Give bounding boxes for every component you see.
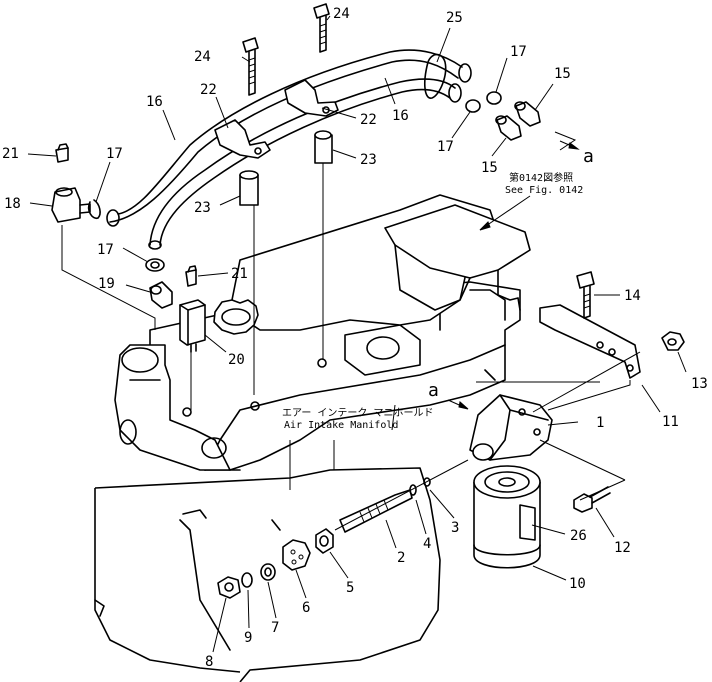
see-fig-jp: 第0142図参照 <box>509 171 573 184</box>
callout-5: 5 <box>346 580 354 596</box>
callout-7: 7 <box>271 620 279 636</box>
block-20 <box>179 299 206 353</box>
callout-14: 14 <box>624 288 641 304</box>
nut-13 <box>661 331 685 351</box>
callout-11: 11 <box>662 414 679 430</box>
callout-23b: 23 <box>360 152 377 168</box>
upper-housing <box>213 194 531 335</box>
nipple-21-center <box>185 265 197 287</box>
callouts: 1 2 3 4 5 6 7 8 9 10 11 12 13 14 15 15 1… <box>2 6 708 670</box>
callout-22b: 22 <box>360 112 377 128</box>
callout-18: 18 <box>4 196 21 212</box>
ref-a-upper: a <box>583 146 594 167</box>
callout-12: 12 <box>614 540 631 556</box>
callout-24a: 24 <box>194 49 211 65</box>
ref-a-lower: a <box>428 380 439 401</box>
small-parts <box>217 528 334 599</box>
hose-clip <box>423 53 447 99</box>
manifold-label-en: Air Intake Manifold <box>284 420 398 431</box>
callout-10: 10 <box>569 576 586 592</box>
fittings-15 <box>495 101 541 141</box>
connector-18 <box>51 187 91 223</box>
callout-2: 2 <box>397 550 405 566</box>
callout-24b: 24 <box>333 6 350 22</box>
pump-housing <box>114 344 231 471</box>
callout-17b: 17 <box>97 242 114 258</box>
callout-23a: 23 <box>194 200 211 216</box>
shaft-2 <box>339 489 413 533</box>
callout-21b: 21 <box>231 266 248 282</box>
see-fig-en: See Fig. 0142 <box>505 185 583 196</box>
callout-25: 25 <box>446 10 463 26</box>
spacers-23 <box>239 130 333 206</box>
callout-16a: 16 <box>146 94 163 110</box>
callout-1: 1 <box>596 415 604 431</box>
filter-element <box>473 465 541 569</box>
callout-16b: 16 <box>392 108 409 124</box>
fuel-pipes <box>106 49 472 250</box>
nipple-21-left <box>55 143 69 163</box>
callout-17d: 17 <box>437 139 454 155</box>
callout-21a: 21 <box>2 146 19 162</box>
filter-head-1 <box>469 394 553 461</box>
callout-4: 4 <box>423 536 431 552</box>
callout-17c: 17 <box>510 44 527 60</box>
pipe-clamps <box>214 79 339 159</box>
callout-8: 8 <box>205 654 213 670</box>
callout-9: 9 <box>244 630 252 646</box>
callout-15a: 15 <box>554 66 571 82</box>
bolt-12 <box>573 486 611 513</box>
callout-26: 26 <box>570 528 587 544</box>
callout-3: 3 <box>451 520 459 536</box>
manifold-label-jp: エアー インテーク マニホールド <box>282 407 433 419</box>
callout-17a: 17 <box>106 146 123 162</box>
elbow-19 <box>149 281 173 309</box>
notes: a a 第0142図参照 See Fig. 0142 エアー インテーク マニホ… <box>282 146 594 431</box>
callout-13: 13 <box>691 376 708 392</box>
callout-19: 19 <box>98 276 115 292</box>
callout-22a: 22 <box>200 82 217 98</box>
bolt-14 <box>576 271 595 319</box>
bolts-24 <box>242 3 330 96</box>
callout-15b: 15 <box>481 160 498 176</box>
callout-20: 20 <box>228 352 245 368</box>
leader-lines <box>27 15 687 653</box>
callout-6: 6 <box>302 600 310 616</box>
clamps-17 <box>87 91 502 272</box>
